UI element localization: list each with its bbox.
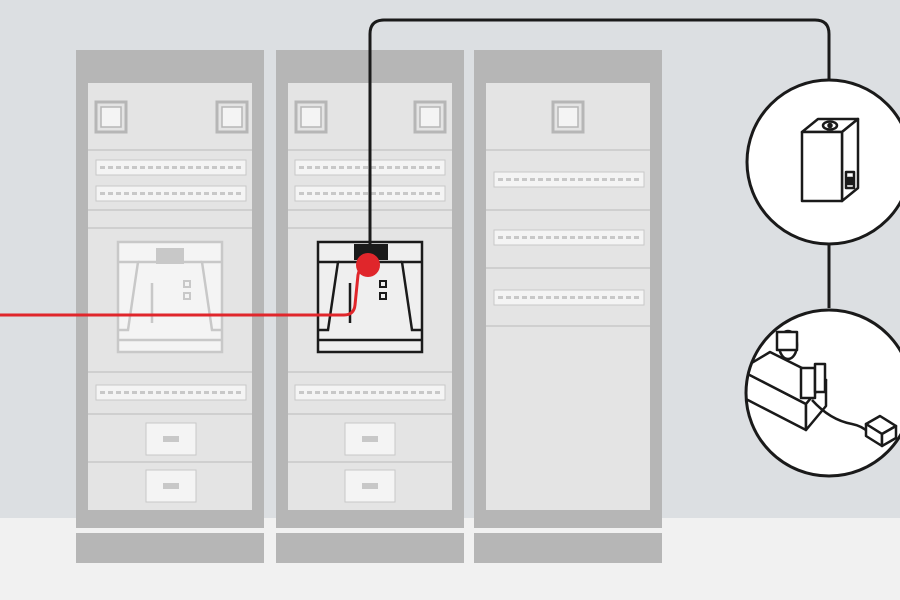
data-cable (368, 18, 831, 244)
sensor-module-icon (800, 117, 860, 203)
sensor-module-callout (745, 78, 900, 246)
cabinet-3-lamp (551, 100, 585, 134)
cabinet-2-drawers (344, 422, 396, 503)
cabinet-1-breaker-display (156, 248, 184, 264)
cabinet-2-plinth (276, 533, 464, 563)
clamp-connector-callout (744, 308, 900, 478)
cabinet-1-drawers (145, 422, 197, 503)
cabinet-2-lamp-left (294, 100, 328, 134)
cabinet-1-plinth (76, 533, 264, 563)
cabinet-1 (76, 50, 264, 563)
clamp-connector-icon (746, 329, 898, 448)
cabinet-1-lamp-left (94, 100, 128, 134)
cabinet-2-lamp-right (413, 100, 447, 134)
cabinet-3 (474, 50, 662, 563)
sensor-point (356, 253, 380, 277)
cabinet-1-lamp-right (215, 100, 249, 134)
cabinet-3-plinth (474, 533, 662, 563)
